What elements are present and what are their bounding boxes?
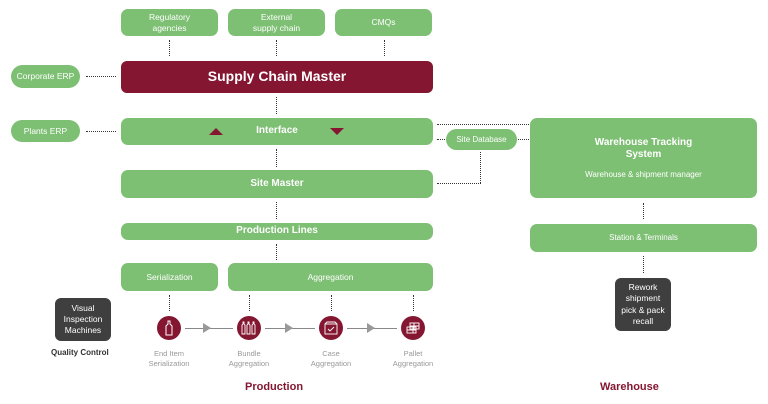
- regulatory-agencies-box: Regulatory agencies: [121, 9, 218, 36]
- connector: [86, 131, 116, 132]
- connector: [384, 40, 385, 56]
- interface-box: Interface: [121, 118, 433, 145]
- warehouse-section-label: Warehouse: [600, 381, 659, 393]
- quality-control-label: Quality Control: [51, 348, 109, 357]
- connector: [437, 139, 445, 140]
- bottle-icon: [157, 316, 181, 340]
- corporate-erp-pill: Corporate ERP: [11, 65, 80, 88]
- connector: [643, 256, 644, 273]
- step-label-end-item-serialization: End Item Serialization: [148, 349, 190, 368]
- production-lines-box: Production Lines: [121, 223, 433, 240]
- connector: [276, 202, 277, 219]
- connector: [276, 244, 277, 260]
- rework-shipment-box: Rework shipment pick & pack recall: [615, 278, 671, 331]
- flow-arrow-head-icon: [285, 323, 293, 333]
- connector: [480, 152, 481, 183]
- warehouse-tracking-title: Warehouse Tracking System: [594, 136, 693, 161]
- site-database-pill: Site Database: [446, 129, 517, 150]
- connector: [518, 139, 529, 140]
- connector: [413, 295, 414, 311]
- connector: [643, 203, 644, 219]
- flow-arrow-head-icon: [367, 323, 375, 333]
- external-supply-chain-box: External supply chain: [228, 9, 325, 36]
- connector: [437, 124, 529, 125]
- pallet-icon: [401, 316, 425, 340]
- aggregation-box: Aggregation: [228, 263, 433, 291]
- interface-label: Interface: [256, 125, 298, 137]
- connector: [437, 183, 481, 184]
- warehouse-tracking-subtitle: Warehouse & shipment manager: [585, 169, 702, 179]
- flow-arrow-head-icon: [203, 323, 211, 333]
- warehouse-tracking-system-box: Warehouse Tracking System Warehouse & sh…: [530, 118, 757, 198]
- connector: [276, 149, 277, 167]
- production-section-label: Production: [245, 381, 304, 393]
- step-label-case-aggregation: Case Aggregation: [310, 349, 352, 368]
- upload-arrow-icon: [209, 128, 223, 135]
- connector: [169, 40, 170, 56]
- step-label-pallet-aggregation: Pallet Aggregation: [392, 349, 434, 368]
- cmqs-box: CMQs: [335, 9, 432, 36]
- step-label-bundle-aggregation: Bundle Aggregation: [228, 349, 270, 368]
- supply-chain-master-box: Supply Chain Master: [121, 61, 433, 93]
- connector: [169, 295, 170, 311]
- connector: [86, 76, 116, 77]
- download-arrow-icon: [330, 128, 344, 135]
- connector: [331, 295, 332, 311]
- visual-inspection-machines-box: Visual Inspection Machines: [55, 298, 111, 341]
- site-master-box: Site Master: [121, 170, 433, 198]
- connector: [276, 97, 277, 114]
- plants-erp-pill: Plants ERP: [11, 120, 80, 142]
- bottles-bundle-icon: [237, 316, 261, 340]
- station-terminals-box: Station & Terminals: [530, 224, 757, 252]
- connector: [276, 40, 277, 56]
- connector: [249, 295, 250, 311]
- case-box-icon: [319, 316, 343, 340]
- serialization-box: Serialization: [121, 263, 218, 291]
